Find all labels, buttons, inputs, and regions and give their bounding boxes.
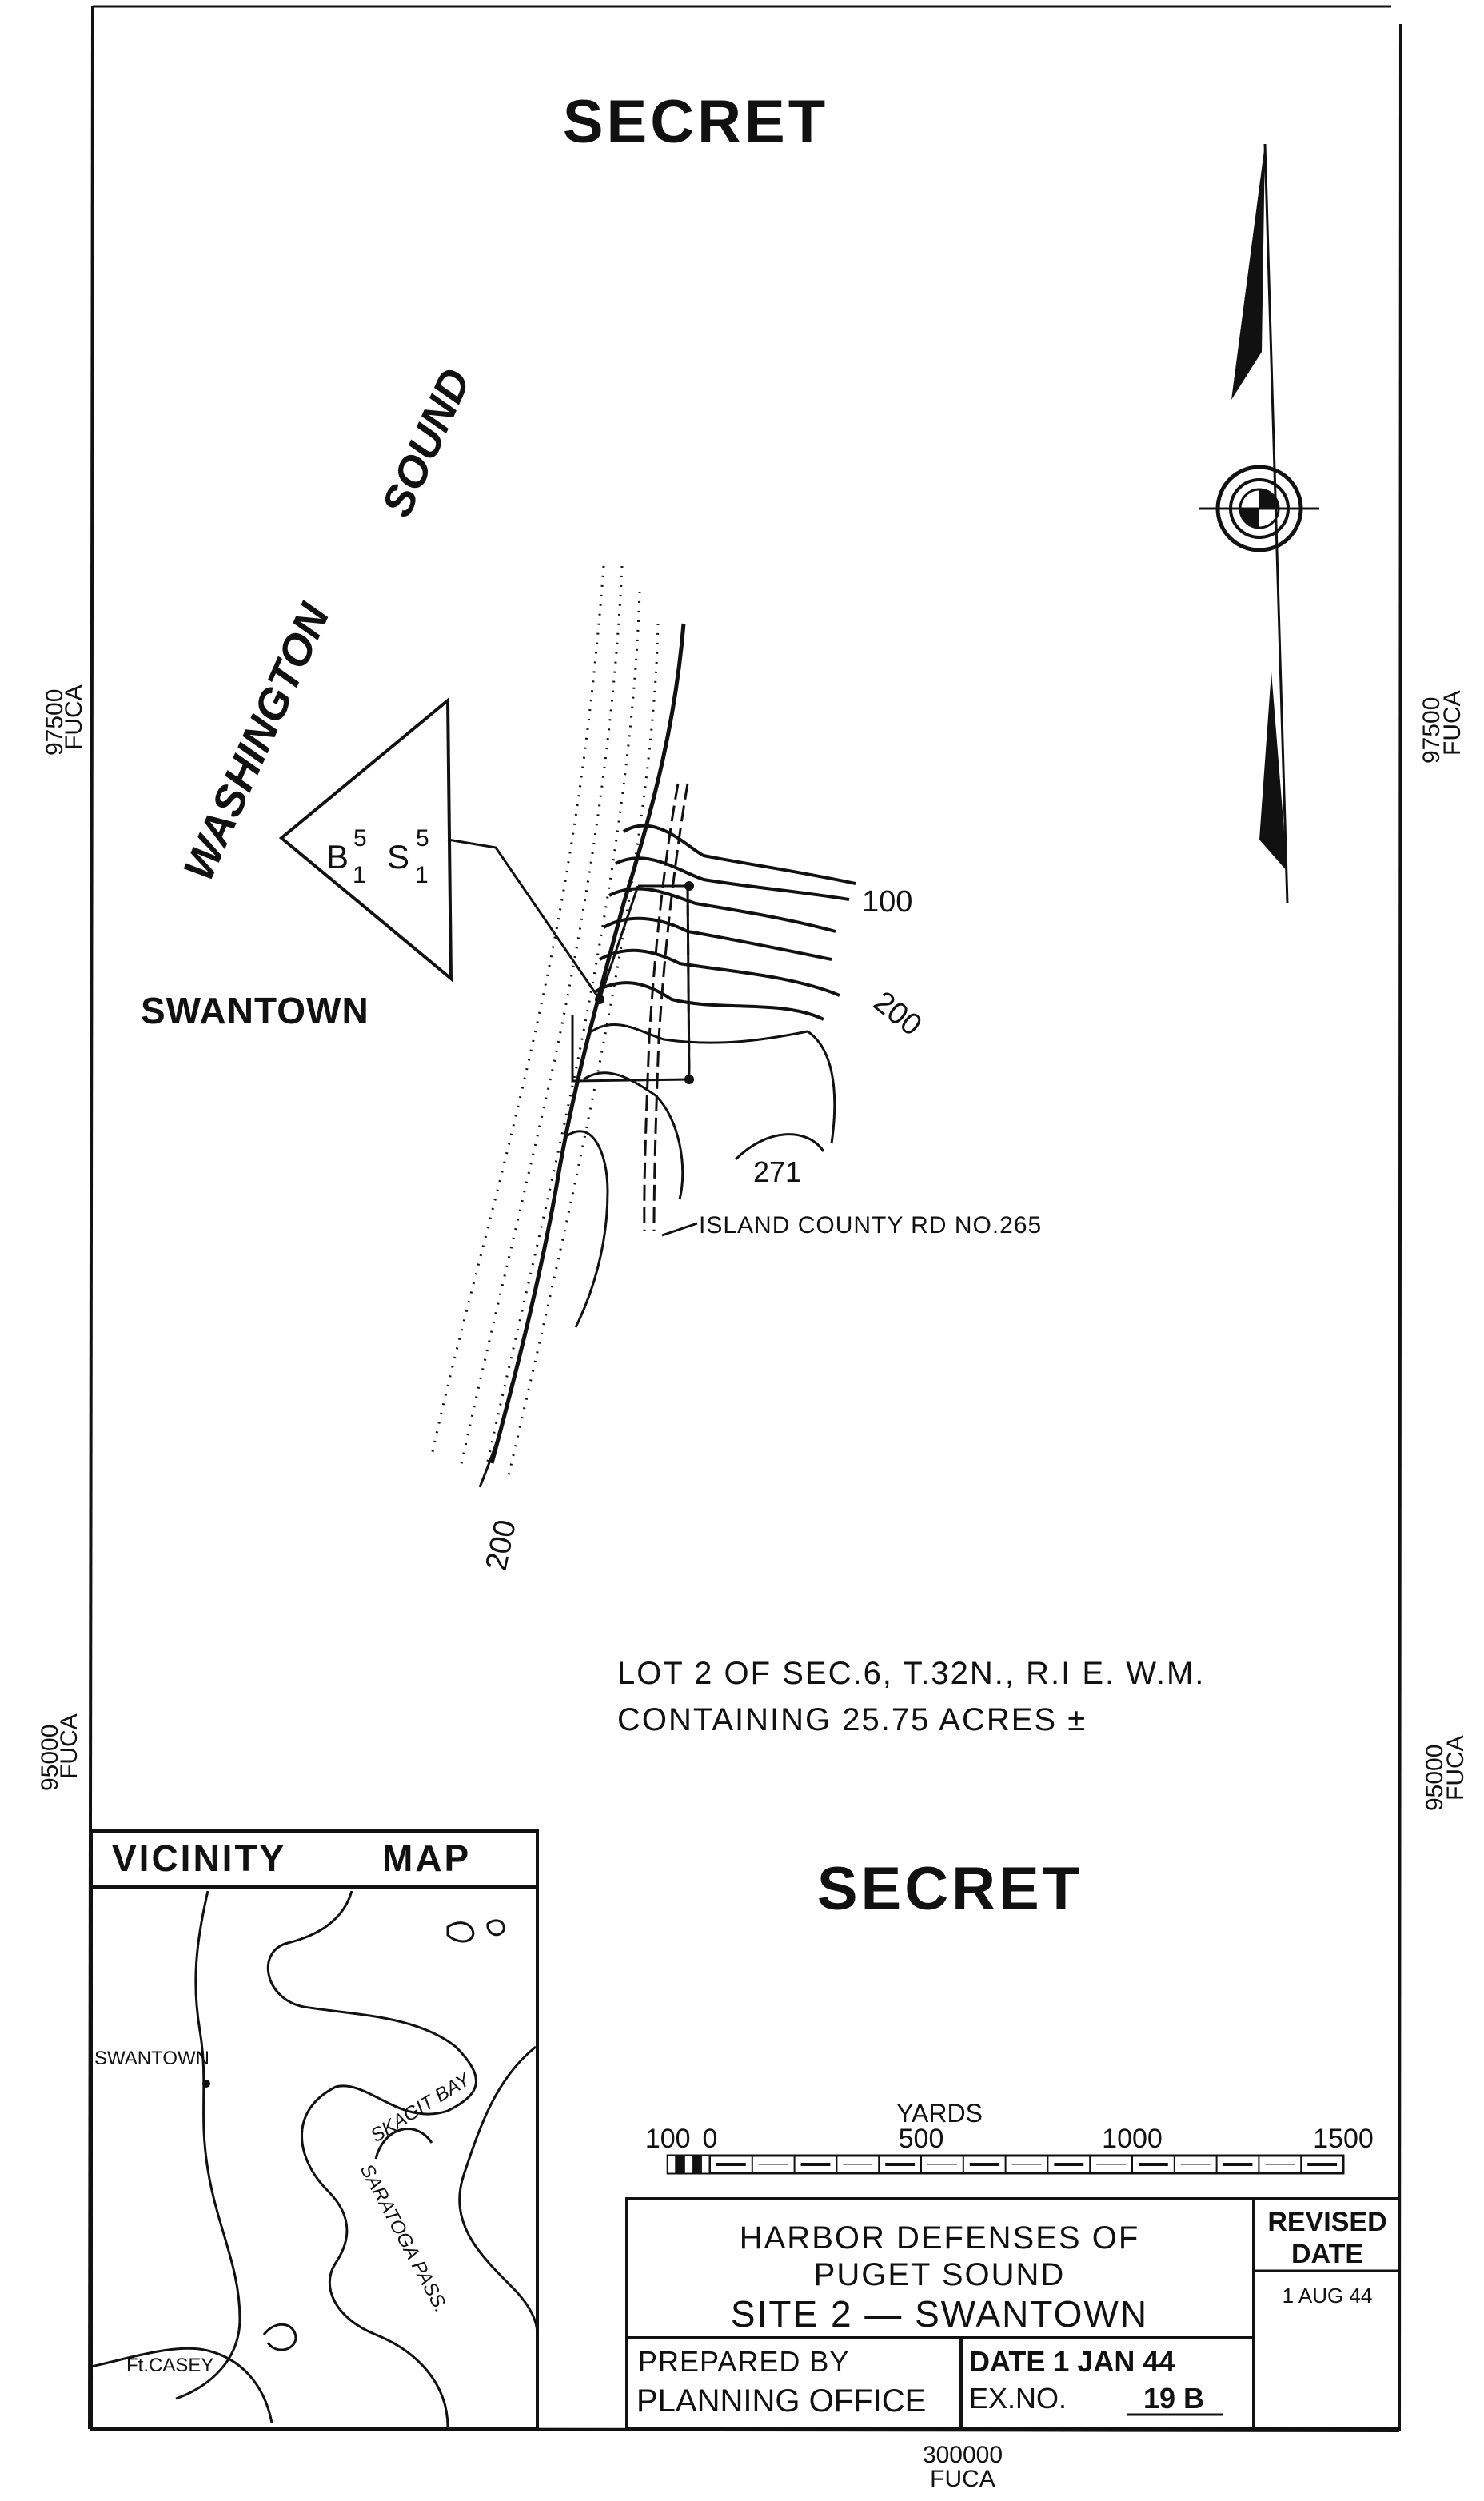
grid-label-left-lower-unit: FUCA xyxy=(56,1713,82,1779)
grid-label-right-lower-unit: FUCA xyxy=(1442,1735,1469,1801)
revised-label-1: REVISED xyxy=(1267,2207,1386,2237)
title-line-3: SITE 2 — SWANTOWN xyxy=(731,2293,1148,2335)
station-leader-line xyxy=(447,838,601,1000)
north-arrow xyxy=(1199,143,1319,904)
vicinity-label-swantown: SWANTOWN xyxy=(94,2048,209,2069)
scale-cells xyxy=(666,2154,1345,2175)
svg-text:S: S xyxy=(387,838,409,876)
scale-cell-sub xyxy=(700,2155,710,2174)
classification-top: SECRET xyxy=(563,88,828,156)
grid-label-right-lower-num: 95000 xyxy=(1422,1745,1448,1811)
scale-tick-label: 0 xyxy=(703,2124,718,2154)
ex-no-label: EX.NO. xyxy=(969,2382,1067,2415)
svg-text:5: 5 xyxy=(416,825,429,852)
grid-label-right-upper-unit: FUCA xyxy=(1439,690,1466,756)
place-swantown: SWANTOWN xyxy=(141,990,369,1031)
revised-date: 1 AUG 44 xyxy=(1283,2284,1373,2308)
vicinity-label-saratoga: SARATOGA PASS. xyxy=(356,2160,452,2316)
contour-label-200-south: 200 xyxy=(480,1517,523,1574)
svg-text:5: 5 xyxy=(353,825,367,852)
grid-label-left-upper-num: 97500 xyxy=(42,689,68,756)
water-label-washington: WASHINGTON xyxy=(174,596,339,888)
revised-label-2: DATE xyxy=(1291,2239,1363,2269)
lot-description-2: CONTAINING 25.75 ACRES ± xyxy=(617,1702,1087,1737)
beach-dots xyxy=(430,565,660,1480)
svg-text:1: 1 xyxy=(415,862,429,888)
ex-no-value: 19 B xyxy=(1143,2382,1204,2415)
vicinity-title-2: MAP xyxy=(382,1837,471,1879)
scale-cell-sub xyxy=(692,2155,701,2174)
grid-label-left-upper-unit: FUCA xyxy=(61,684,87,750)
scale-cell-sub xyxy=(667,2155,676,2174)
scale-tick-label: 100 xyxy=(645,2124,691,2154)
road-label: ISLAND COUNTY RD NO.265 xyxy=(699,1212,1042,1239)
boundary-corner-ne xyxy=(684,881,694,891)
svg-text:1: 1 xyxy=(353,862,366,888)
scale-tick-label: 1500 xyxy=(1313,2124,1374,2154)
classification-mid: SECRET xyxy=(817,1855,1083,1923)
contour-label-200-east: 200 xyxy=(867,985,927,1043)
vicinity-map: VICINITY MAP SWANTOWN SKAGIT BAY SARATOG… xyxy=(90,1829,539,2431)
title-line-1: HARBOR DEFENSES OF xyxy=(740,2220,1140,2256)
vicinity-label-skagit: SKAGIT BAY xyxy=(367,2068,476,2147)
island-county-road xyxy=(643,783,689,1232)
vicinity-label-ftcasey: Ft.CASEY xyxy=(126,2355,213,2376)
grid-label-bottom-unit: FUCA xyxy=(930,2466,995,2492)
prepared-by-value: PLANNING OFFICE xyxy=(636,2383,926,2419)
prepared-by-label: PREPARED BY xyxy=(638,2345,849,2378)
scale-unit: YARDS xyxy=(896,2099,983,2128)
scale-cell-sub xyxy=(676,2155,684,2174)
shoreline xyxy=(489,623,686,1464)
contour-label-100: 100 xyxy=(862,885,912,919)
shoreline-lower xyxy=(478,1382,513,1488)
boundary-corner-se xyxy=(684,1075,694,1084)
contour-lines xyxy=(567,824,856,1328)
grid-label-left-lower-num: 95000 xyxy=(37,1725,63,1791)
title-line-2: PUGET SOUND xyxy=(814,2257,1066,2292)
road-leader-line xyxy=(661,1222,698,1237)
svg-text:B: B xyxy=(326,838,349,876)
title-block xyxy=(625,2197,1401,2431)
scale-tick-label: 1000 xyxy=(1102,2124,1163,2154)
lot-description-1: LOT 2 OF SEC.6, T.32N., R.I E. W.M. xyxy=(617,1656,1205,1691)
date-field: DATE 1 JAN 44 xyxy=(969,2345,1175,2378)
scale-tick-label: 500 xyxy=(899,2124,944,2154)
scale-cell-sub xyxy=(684,2155,693,2174)
vicinity-title-1: VICINITY xyxy=(112,1837,286,1879)
contour-label-271: 271 xyxy=(753,1155,801,1188)
station-triangle: B 5 1 S 5 1 xyxy=(278,696,453,983)
water-label-sound: SOUND xyxy=(373,361,480,524)
grid-label-bottom-num: 300000 xyxy=(923,2442,1003,2468)
grid-label-right-upper-num: 97500 xyxy=(1418,697,1445,764)
